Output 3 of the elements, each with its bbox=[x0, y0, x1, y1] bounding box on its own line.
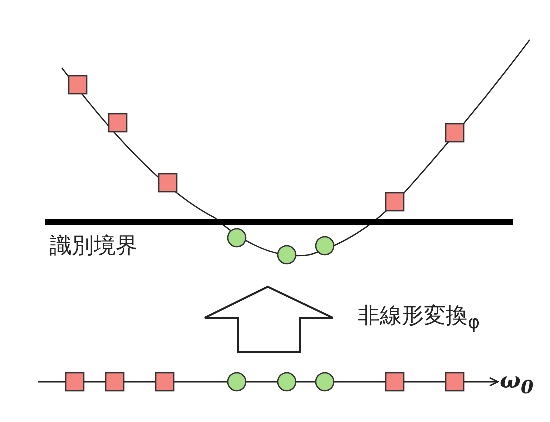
axis-label: ω$_{0}$ bbox=[500, 368, 534, 400]
transform-label: 非線形変換$_{φ}$ bbox=[358, 304, 480, 334]
boundary-label: 識別境界 bbox=[50, 234, 138, 260]
